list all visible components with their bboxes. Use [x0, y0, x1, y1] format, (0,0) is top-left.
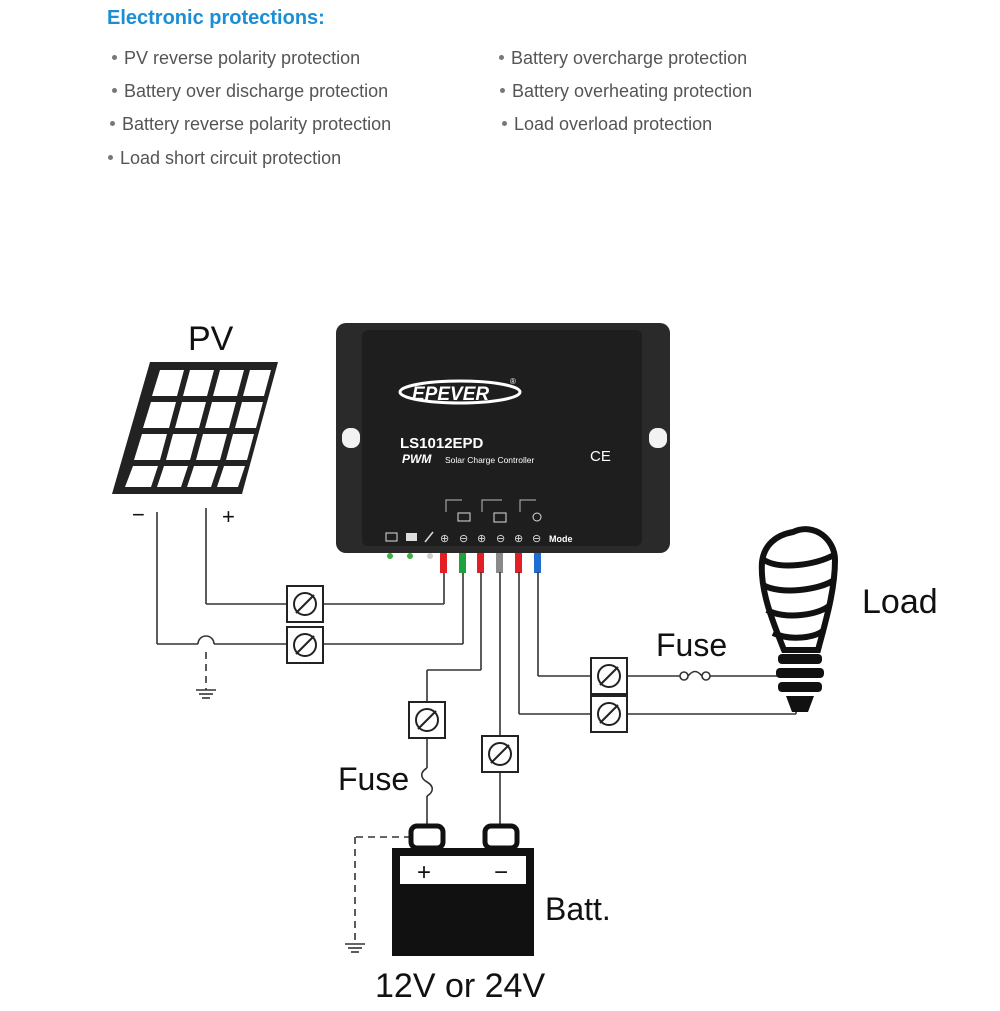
- bullet-icon: [500, 87, 505, 93]
- terminal-block-load-negative: [590, 657, 628, 695]
- pv-label: PV: [188, 320, 234, 358]
- battery-group-icon: [493, 512, 507, 523]
- load-fuse-label: Fuse: [656, 627, 727, 663]
- controller-type: Solar Charge Controller: [445, 455, 534, 465]
- protection-item: Battery overheating protection: [500, 81, 752, 102]
- mode-button: Mode: [549, 534, 573, 544]
- ce-mark: CE: [590, 448, 611, 465]
- terminal-block-pv-positive: [286, 585, 324, 623]
- battery-minus-label: −: [494, 859, 508, 886]
- protection-item: Load overload protection: [502, 114, 712, 135]
- protection-text: Battery overheating protection: [512, 81, 753, 101]
- load-fuse-icon: [679, 670, 711, 681]
- load-label: Load: [862, 583, 938, 621]
- battery-icon: [392, 823, 534, 956]
- terminal-block-pv-negative: [286, 626, 324, 664]
- bullet-icon: [499, 54, 504, 60]
- protection-item: Battery over discharge protection: [112, 81, 388, 102]
- battery-label: Batt.: [545, 891, 611, 927]
- bullet-icon: [112, 54, 117, 60]
- bullet-icon: [112, 87, 117, 93]
- light-bulb-icon: [758, 526, 839, 712]
- battery-fuse-label: Fuse: [338, 761, 409, 797]
- protection-text: Battery overcharge protection: [511, 48, 748, 68]
- led-load: [427, 553, 433, 559]
- led-pv: [387, 553, 393, 559]
- brand-name: EPEVER: [412, 384, 489, 405]
- terminal-load-positive: ⊕: [514, 533, 523, 545]
- load-group-icon: [532, 512, 542, 522]
- pv-group-icon: [457, 512, 471, 522]
- pv-wires: [156, 508, 464, 699]
- terminal-block-batt-positive: [408, 701, 446, 739]
- pv-minus-label: −: [132, 502, 145, 527]
- solar-panel-icon: [112, 362, 278, 494]
- terminal-batt-positive: ⊕: [477, 533, 486, 545]
- protection-item: PV reverse polarity protection: [112, 48, 360, 69]
- terminal-block-batt-negative: [481, 735, 519, 773]
- registered-mark: ®: [510, 377, 516, 386]
- bullet-icon: [108, 154, 113, 160]
- load-status-icon: [424, 531, 434, 543]
- protection-text: Load short circuit protection: [120, 148, 342, 168]
- protection-text: Load overload protection: [514, 114, 713, 134]
- terminal-pv-negative: ⊖: [459, 533, 468, 545]
- charge-controller: EPEVER ® LS1012EPD PWM Solar Charge Cont…: [336, 323, 670, 559]
- pwm-label: PWM: [402, 452, 432, 466]
- model-name: LS1012EPD: [400, 435, 484, 452]
- led-battery: [407, 553, 413, 559]
- bullet-icon: [110, 120, 115, 126]
- terminal-block-load-positive: [590, 695, 628, 733]
- battery-status-icon: [406, 533, 417, 541]
- protection-item: Battery reverse polarity protection: [110, 114, 391, 135]
- protection-item: Battery overcharge protection: [499, 48, 747, 69]
- controller-wires: [440, 553, 541, 573]
- pv-plus-label: +: [222, 504, 235, 529]
- terminal-batt-negative: ⊖: [496, 533, 505, 545]
- pv-status-icon: [385, 532, 398, 542]
- terminal-pv-positive: ⊕: [440, 533, 449, 545]
- brand-logo-icon: [398, 379, 522, 405]
- protection-text: Battery reverse polarity protection: [122, 114, 392, 134]
- voltage-label: 12V or 24V: [375, 967, 545, 1005]
- protection-text: Battery over discharge protection: [124, 81, 389, 101]
- terminal-load-negative: ⊖: [532, 533, 541, 545]
- bullet-icon: [502, 120, 507, 126]
- section-heading: Electronic protections:: [107, 7, 325, 29]
- battery-plus-label: +: [417, 859, 431, 886]
- protection-item: Load short circuit protection: [108, 148, 341, 169]
- protection-text: PV reverse polarity protection: [124, 48, 361, 68]
